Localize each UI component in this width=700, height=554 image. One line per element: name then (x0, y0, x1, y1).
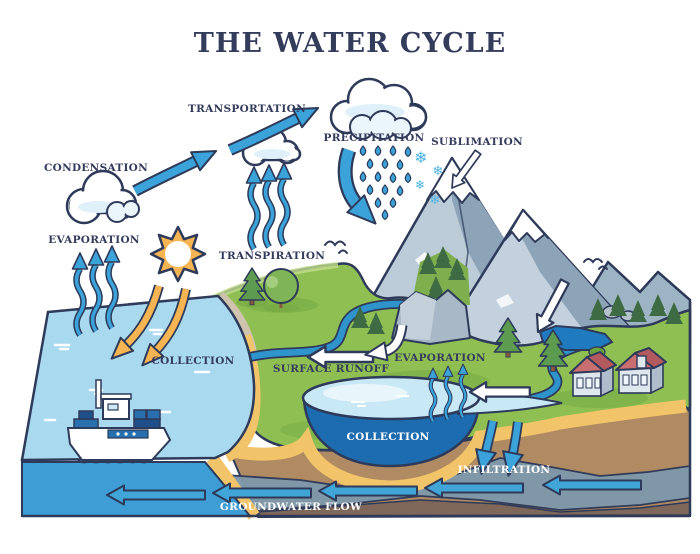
label-evaporation-lake: EVAPORATION (394, 352, 486, 364)
infiltration-arrows (475, 420, 524, 477)
bird-icon (338, 249, 348, 254)
ship-icon (66, 379, 172, 464)
label-groundwater-flow: GROUNDWATER FLOW (219, 501, 363, 513)
bird-icon (598, 265, 608, 270)
curved-runoff-arrow (364, 324, 408, 362)
label-transpiration: TRANSPIRATION (218, 250, 326, 262)
stream-to-sea (246, 300, 440, 361)
label-collection-ocean: COLLECTION (151, 355, 235, 367)
birds (324, 240, 608, 270)
transportation-arrows (132, 106, 320, 197)
house-icon (615, 347, 667, 395)
sand-layer (226, 399, 687, 494)
label-surface-runoff: SURFACE RUNOFF (272, 363, 390, 375)
label-transportation: TRANSPORTATION (188, 103, 306, 115)
snowflake-icon: ❄ (433, 164, 444, 179)
label-infiltration: INFILTRATION (457, 464, 551, 476)
snow-cap (504, 209, 549, 243)
label-precipitation: PRECIPITATION (323, 132, 425, 144)
frame-edges (22, 302, 692, 518)
sunlight-arrows (110, 284, 191, 367)
condensation-cloud-icon (65, 169, 140, 225)
bird-icon (583, 258, 603, 264)
vegetation (236, 267, 683, 373)
label-condensation: CONDENSATION (43, 162, 149, 174)
white-arrows (306, 147, 575, 403)
sand-diagonal (206, 454, 260, 520)
ocean (20, 294, 256, 517)
precipitation-cloud-icon (329, 77, 428, 140)
snowflake-icon: ❄ (415, 178, 425, 192)
snowflakes: ❄ ❄ ❄ ❄ (414, 148, 443, 208)
houses (569, 347, 667, 398)
house-icon (569, 351, 617, 398)
rain-drops (359, 145, 412, 220)
snowflake-icon: ❄ (430, 193, 441, 208)
label-sublimation: SUBLIMATION (431, 136, 523, 148)
page-title: THE WATER CYCLE (193, 28, 507, 59)
transpiration-arrows (247, 163, 292, 249)
snowflake-icon: ❄ (414, 148, 427, 167)
sun-icon (149, 225, 207, 283)
label-collection-lake: COLLECTION (346, 431, 430, 443)
bird-icon (324, 240, 346, 247)
precipitation-arrow (337, 147, 377, 225)
deciduous-tree-icon (263, 268, 299, 308)
label-evaporation-ocean: EVAPORATION (48, 234, 140, 246)
